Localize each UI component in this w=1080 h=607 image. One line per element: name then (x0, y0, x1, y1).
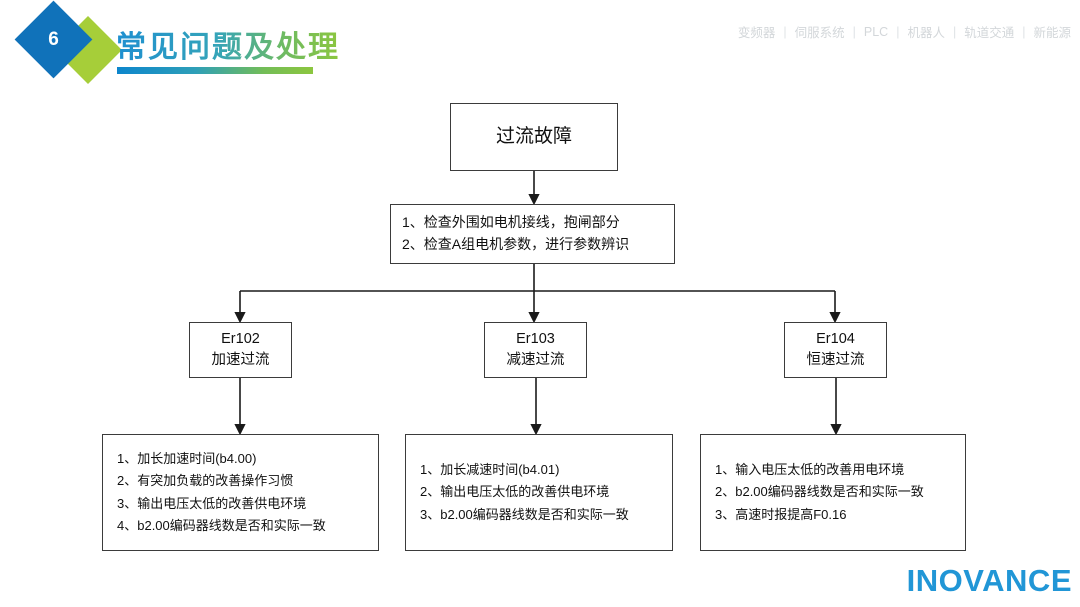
nav-separator-1: | (852, 24, 856, 39)
flow-node-er104-code: Er104 (816, 330, 855, 347)
flow-node-detail-er104: 1、输入电压太低的改善用电环境 2、b2.00编码器线数是否和实际一致 3、高速… (700, 434, 966, 551)
detail-er104-line-1: 1、输入电压太低的改善用电环境 (715, 461, 905, 477)
header-nav: 变频器 | 伺服系统 | PLC | 机器人 | 轨道交通 | 新能源 (737, 22, 1072, 41)
nav-item-1[interactable]: 伺服系统 (794, 26, 845, 40)
flow-node-er102-code: Er102 (221, 330, 260, 347)
nav-separator-3: | (952, 24, 957, 39)
detail-er104-line-2: 2、b2.00编码器线数是否和实际一致 (715, 484, 924, 500)
badge-number: 6 (48, 28, 59, 50)
nav-separator-2: | (896, 24, 900, 39)
detail-er103-line-3: 3、b2.00编码器线数是否和实际一致 (420, 506, 629, 522)
page-title: 常见问题及处理 (116, 22, 340, 66)
flow-node-check-line-2: 2、检查A组电机参数，进行参数辨识 (402, 236, 630, 252)
flow-node-check: 1、检查外围如电机接线，抱闸部分 2、检查A组电机参数，进行参数辨识 (390, 204, 675, 264)
flow-node-er104: Er104 恒速过流 (784, 322, 887, 378)
nav-item-5[interactable]: 新能源 (1033, 26, 1071, 40)
nav-item-2[interactable]: PLC (863, 24, 889, 39)
nav-item-3[interactable]: 机器人 (907, 26, 945, 40)
detail-er102-line-3: 3、输出电压太低的改善供电环境 (117, 495, 307, 511)
flow-node-er102-name: 加速过流 (211, 352, 270, 368)
detail-er102-line-2: 2、有突加负载的改善操作习惯 (117, 473, 294, 489)
nav-item-4[interactable]: 轨道交通 (964, 26, 1015, 40)
detail-er104-line-3: 3、高速时报提高F0.16 (715, 506, 847, 522)
nav-item-0[interactable]: 变频器 (737, 26, 776, 40)
flow-node-er103: Er103 减速过流 (484, 322, 587, 378)
nav-separator-0: | (783, 24, 787, 39)
flow-node-detail-er103: 1、加长减速时间(b4.01) 2、输出电压太低的改善供电环境 3、b2.00编… (405, 434, 673, 551)
detail-er102-line-1: 1、加长加速时间(b4.00) (117, 450, 257, 466)
detail-er103-line-2: 2、输出电压太低的改善供电环境 (420, 484, 610, 500)
flow-node-er104-name: 恒速过流 (806, 352, 865, 368)
flow-node-root-label: 过流故障 (495, 126, 572, 148)
flow-node-detail-er102: 1、加长加速时间(b4.00) 2、有突加负载的改善操作习惯 3、输出电压太低的… (102, 434, 379, 551)
flow-node-root: 过流故障 (450, 103, 618, 171)
flow-node-er103-name: 减速过流 (506, 352, 565, 368)
detail-er102-line-4: 4、b2.00编码器线数是否和实际一致 (117, 517, 326, 533)
nav-separator-4: | (1022, 24, 1026, 39)
detail-er103-line-1: 1、加长减速时间(b4.01) (420, 461, 560, 477)
flow-node-er103-code: Er103 (516, 330, 555, 347)
flow-node-check-line-1: 1、检查外围如电机接线，抱闸部分 (402, 214, 620, 231)
slide-number-badge: 6 (14, 0, 126, 92)
inovance-logo: INOVANCE (906, 563, 1072, 598)
flow-node-er102: Er102 加速过流 (189, 322, 292, 378)
title-underline-bar (117, 67, 313, 74)
